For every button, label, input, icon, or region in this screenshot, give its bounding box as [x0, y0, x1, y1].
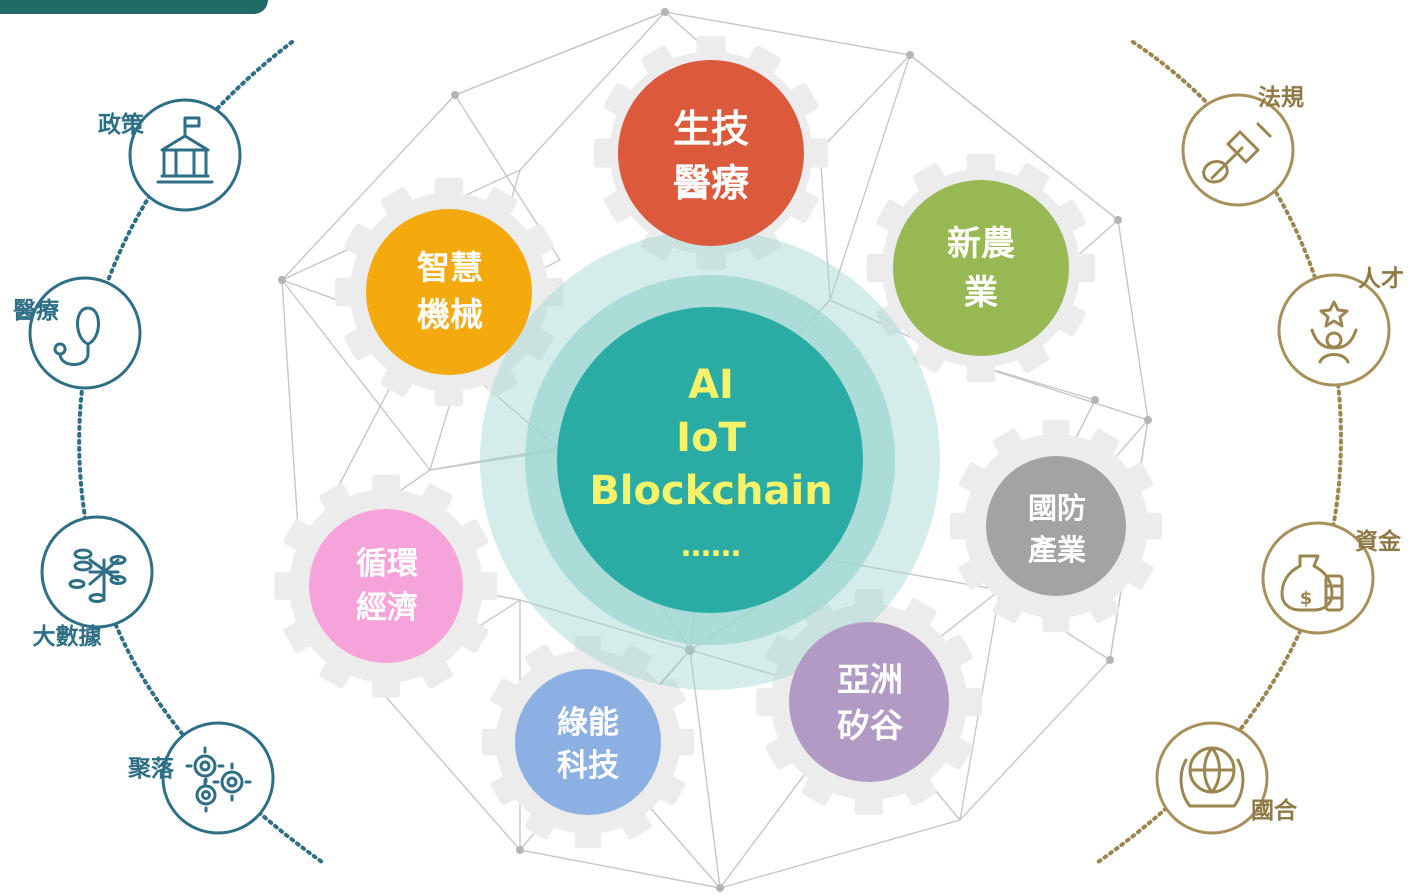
defense-line1: 國防	[1028, 491, 1086, 525]
policy-label: 政策	[98, 111, 145, 138]
agriculture-line2: 業	[964, 273, 998, 313]
silicon-line1: 亞洲	[837, 660, 903, 699]
center-line-iot: IoT	[676, 415, 746, 461]
database-network-icon	[68, 548, 127, 603]
right-item-regulation: 法規	[1181, 85, 1304, 207]
industry-circular-economy: 循環 經濟	[309, 509, 463, 663]
right-item-funding: $ 資金	[1261, 521, 1402, 635]
cooperation-label: 國合	[1251, 797, 1298, 824]
regulation-label: 法規	[1258, 85, 1304, 111]
center-core	[557, 307, 863, 613]
gears-icon	[185, 746, 252, 813]
machinery-line2: 機械	[417, 295, 483, 334]
person-star-icon	[1310, 300, 1358, 364]
left-item-policy: 政策	[98, 98, 242, 212]
center-hub: AI IoT Blockchain ……	[480, 230, 940, 690]
circular-economy-circle	[309, 509, 463, 663]
industry-agriculture: 新農 業	[893, 180, 1069, 356]
industry-defense: 國防 產業	[986, 456, 1126, 596]
government-building-icon	[156, 116, 214, 184]
corner-tab	[0, 0, 268, 14]
defense-circle	[986, 456, 1126, 596]
biotech-circle	[618, 60, 804, 246]
money-bag-icon: $	[1280, 554, 1344, 612]
green-energy-circle	[515, 669, 661, 815]
defense-line2: 產業	[1028, 533, 1086, 567]
left-item-medical: 醫療	[13, 276, 142, 390]
svg-text:$: $	[1300, 588, 1313, 609]
cluster-label: 聚落	[127, 756, 175, 782]
industry-green-energy: 綠能 科技	[515, 669, 661, 815]
left-item-bigdata: 大數據	[33, 515, 154, 650]
asia-silicon-valley-circle	[789, 622, 949, 782]
right-item-cooperation: 國合	[1155, 721, 1298, 835]
globe-hands-icon	[1179, 746, 1245, 808]
circular-line1: 循環	[356, 546, 419, 582]
industry-biotech: 生技 醫療	[618, 60, 804, 246]
agriculture-line1: 新農	[947, 224, 1015, 264]
green-line2: 科技	[557, 748, 619, 784]
gavel-icon	[1202, 122, 1272, 184]
machinery-line1: 智慧	[417, 248, 483, 287]
industry-smart-machinery: 智慧 機械	[366, 209, 532, 375]
center-line-ellipsis: ……	[681, 529, 741, 564]
biotech-line2: 醫療	[673, 161, 750, 205]
center-line-blockchain: Blockchain	[589, 468, 832, 514]
right-item-talent: 人才	[1277, 266, 1404, 387]
circular-line2: 經濟	[356, 590, 418, 626]
agriculture-circle	[893, 180, 1069, 356]
medical-label: 醫療	[13, 297, 60, 324]
left-item-cluster: 聚落	[127, 721, 275, 835]
center-line-ai: AI	[688, 362, 734, 408]
funding-label: 資金	[1355, 528, 1402, 555]
green-line1: 綠能	[557, 705, 619, 741]
smart-machinery-circle	[366, 209, 532, 375]
stethoscope-icon	[53, 306, 100, 366]
bigdata-label: 大數據	[33, 624, 103, 650]
silicon-line2: 矽谷	[837, 706, 903, 745]
biotech-line1: 生技	[673, 107, 749, 151]
industry-asia-silicon-valley: 亞洲 矽谷	[789, 622, 949, 782]
talent-label: 人才	[1358, 266, 1404, 292]
